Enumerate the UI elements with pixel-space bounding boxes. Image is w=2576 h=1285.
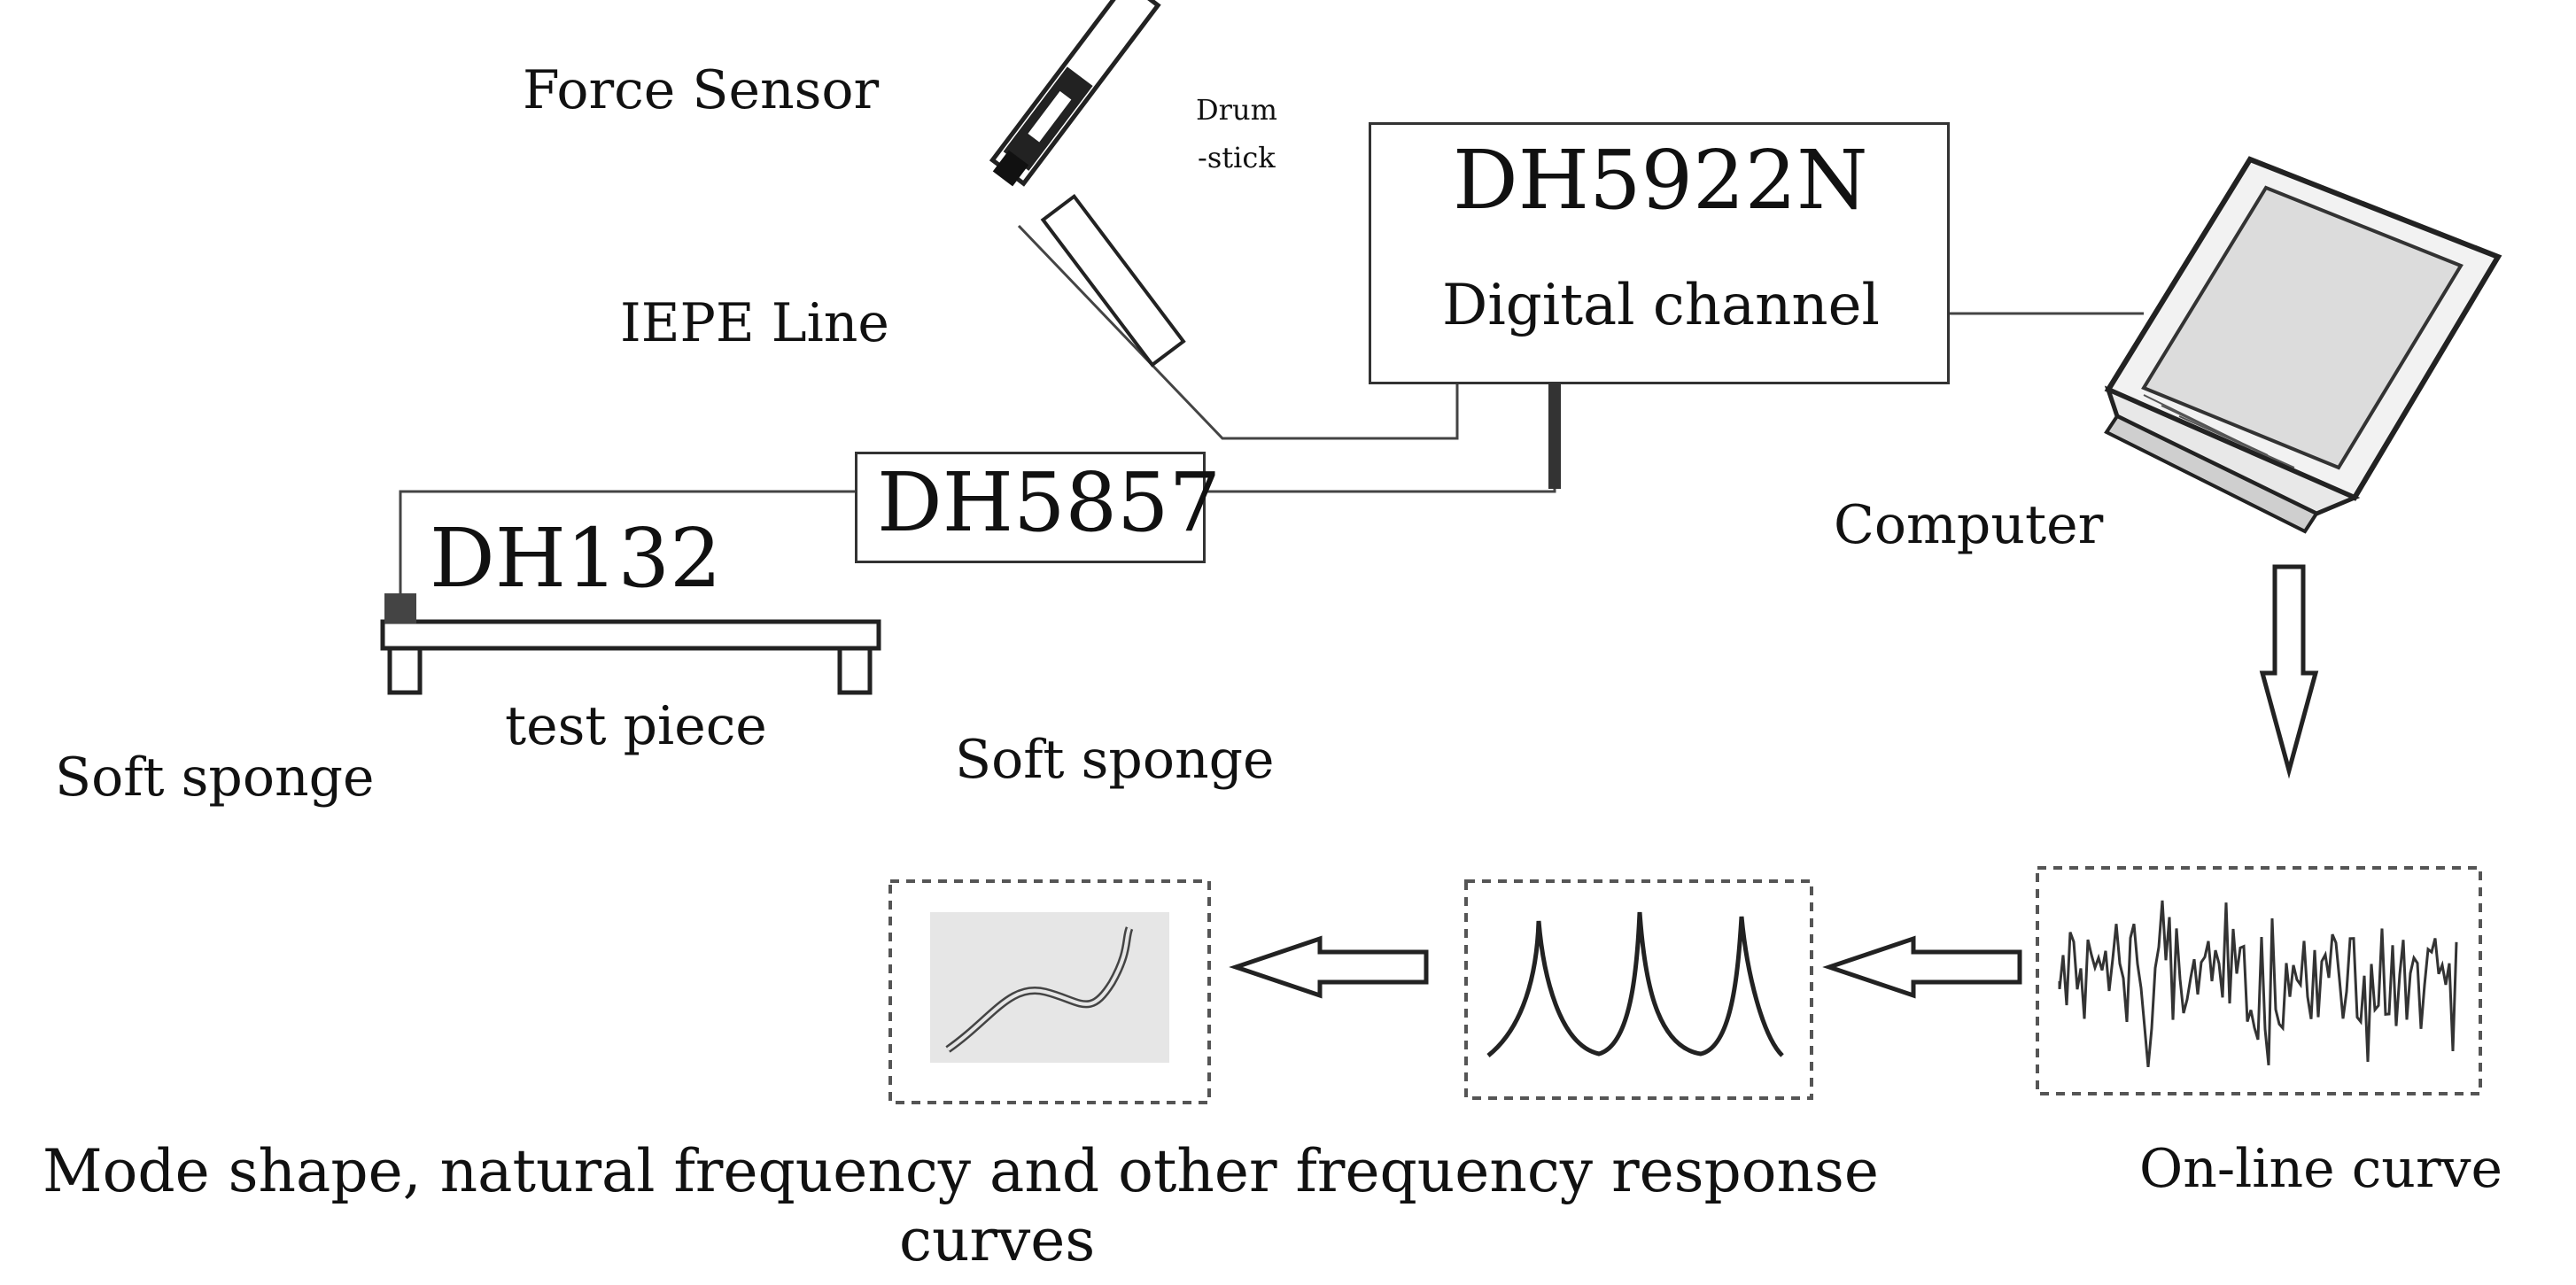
line-accelerometer-to-dh5857 — [399, 490, 855, 593]
drumstick-label-line2: -stick — [1198, 141, 1276, 174]
soft-sponge-left-label: Soft sponge — [55, 747, 375, 809]
force-sensor-label: Force Sensor — [523, 59, 880, 121]
dh5857-box — [855, 452, 1206, 563]
computer-label: Computer — [1834, 494, 2104, 556]
left-arrow-icon — [1229, 935, 1429, 999]
test-piece-label: test piece — [505, 695, 767, 757]
left-arrow-icon — [1822, 935, 2022, 999]
accelerometer-dh132 — [384, 593, 416, 623]
soft-sponge-right-label: Soft sponge — [955, 729, 1275, 791]
dh5922n-box — [1369, 122, 1950, 384]
daq-connector — [1548, 383, 1561, 489]
force-sensor-tip — [992, 150, 1029, 187]
frf-curve — [1486, 911, 1784, 1057]
drumstick-label-line1: Drum — [1196, 93, 1277, 127]
drumstick-head — [1040, 193, 1186, 368]
iepe-line-label: IEPE Line — [620, 292, 889, 354]
mode-shape-label-line1: Mode shape, natural frequency and other … — [43, 1137, 1879, 1205]
mode-shape-label-line2: curves — [899, 1206, 1096, 1274]
digital-channel-label: Digital channel — [1442, 273, 1880, 338]
sponge-support-right — [837, 646, 873, 695]
test-piece-plate — [380, 619, 881, 651]
dh5922n-title: DH5922N — [1453, 133, 1868, 228]
dh5857-title: DH5857 — [877, 455, 1222, 550]
sponge-support-left — [387, 646, 423, 695]
online-curve-label: On-line curve — [2139, 1138, 2503, 1200]
line-sensor-to-daq — [1017, 224, 1459, 440]
online-curve-signal — [2058, 900, 2458, 1068]
dh132-label: DH132 — [430, 511, 722, 606]
force-sensor-highlight — [1028, 90, 1072, 143]
